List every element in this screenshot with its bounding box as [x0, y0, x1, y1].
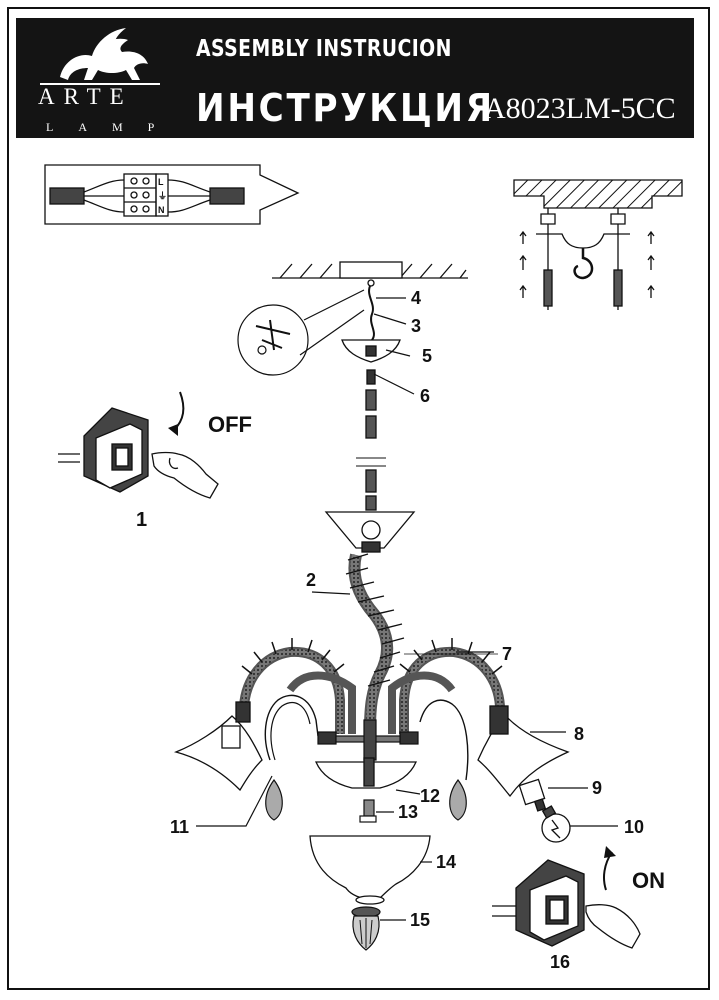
central-stem	[345, 553, 405, 731]
callout-13: 13	[398, 802, 418, 822]
left-arms	[239, 638, 356, 761]
terminal-label-l: L	[158, 177, 164, 187]
callout-1: 1	[136, 509, 147, 531]
terminal-label-earth: ⏚	[158, 191, 167, 201]
logo-sub: LAMP	[46, 120, 180, 134]
switch-on-label: ON	[632, 868, 665, 893]
callout-12: 12	[420, 786, 440, 806]
left-shade	[173, 701, 263, 792]
top-bowl	[324, 511, 416, 553]
logo-brand: ARTE	[38, 84, 133, 109]
callout-10: 10	[624, 817, 644, 837]
callout-16: 16	[550, 952, 570, 972]
finial	[351, 906, 381, 951]
callout-14: 14	[436, 852, 456, 872]
title-russian: ИНСТРУКЦИЯ	[196, 86, 495, 130]
lower-bowl	[315, 757, 417, 789]
callout-11: 11	[170, 817, 189, 837]
turn-off-arrow	[173, 391, 185, 431]
header-bar: ARTE LAMP ASSEMBLY INSTRUCION ИНСТРУКЦИЯ…	[16, 18, 694, 138]
callout-6: 6	[420, 386, 430, 406]
hook-detail-inset	[237, 289, 365, 376]
wire-connector-icon	[44, 164, 300, 225]
nut	[359, 799, 377, 823]
wall-switch-on	[492, 859, 585, 947]
hand-icon	[151, 451, 219, 499]
callout-5: 5	[422, 346, 432, 366]
leader-lines	[196, 297, 618, 921]
switch-off-label: OFF	[208, 412, 252, 437]
crystal-drop-right	[449, 778, 467, 821]
callout-8: 8	[574, 724, 584, 744]
callout-4: 4	[411, 288, 421, 308]
page-frame	[7, 7, 710, 990]
bulb-icon	[541, 805, 571, 843]
griffin-logo-icon	[40, 28, 160, 85]
callout-3: 3	[411, 316, 421, 336]
model-number: A8023LM-5CC	[484, 92, 676, 125]
turn-on-arrowhead	[604, 846, 616, 858]
callout-2: 2	[306, 570, 316, 590]
glass-bowl	[309, 835, 431, 905]
chain-and-cup	[341, 339, 401, 511]
hand-icon-on	[585, 904, 641, 949]
title-english: ASSEMBLY INSTRUCION	[196, 36, 452, 62]
right-shade	[477, 705, 570, 798]
ceiling-hook-icon	[513, 179, 683, 310]
socket-part	[518, 778, 547, 812]
arm-hub	[317, 719, 419, 761]
callout-9: 9	[592, 778, 602, 798]
callout-15: 15	[410, 910, 430, 930]
callout-7: 7	[502, 644, 512, 664]
right-arms	[388, 638, 505, 781]
crystal-drop-left	[265, 778, 283, 821]
terminal-label-n: N	[158, 205, 165, 215]
turn-off-arrowhead	[168, 424, 178, 436]
ceiling-mount	[272, 261, 468, 341]
wall-switch-off	[58, 407, 149, 493]
